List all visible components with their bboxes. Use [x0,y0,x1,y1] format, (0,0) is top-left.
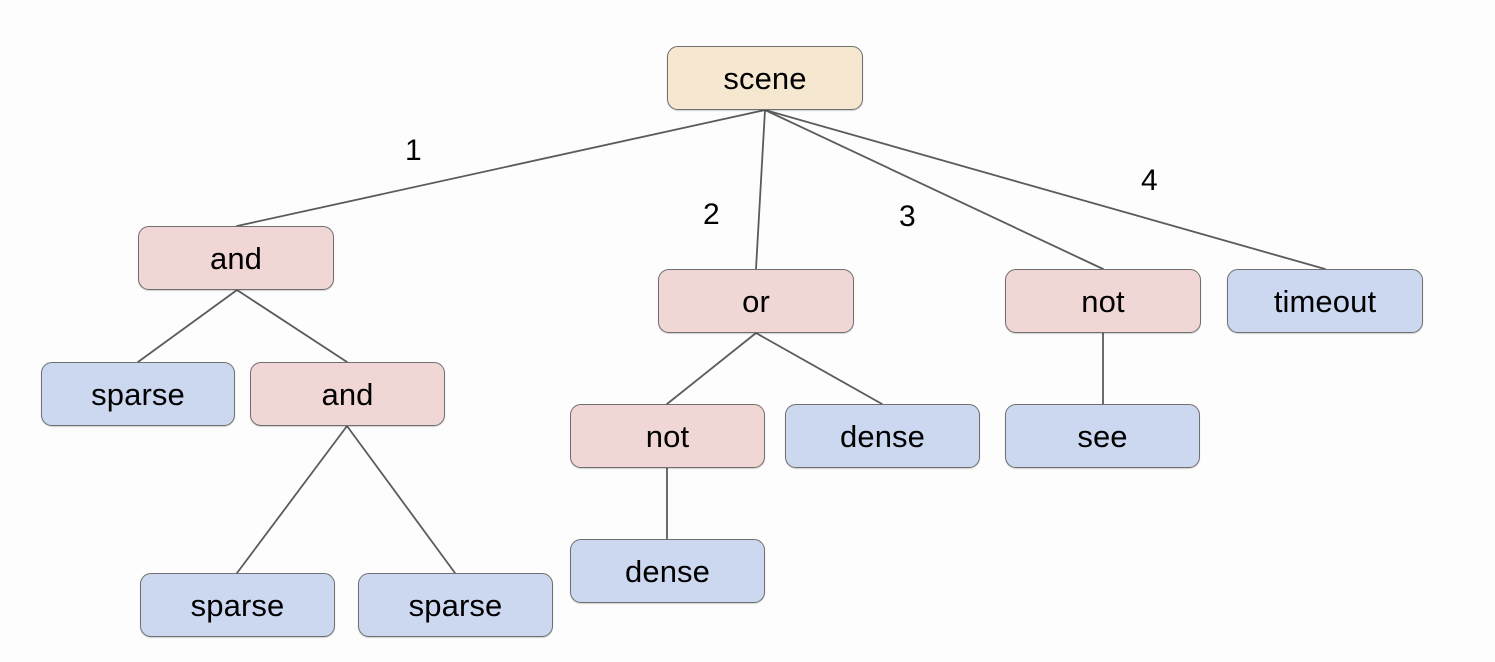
tree-edge-and2-to-sparse3 [346,425,456,574]
tree-node-sparse2[interactable]: sparse [140,573,335,637]
edge-label-1: 1 [405,134,422,167]
edge-label-2: 2 [703,198,720,231]
tree-node-and1[interactable]: and [138,226,334,290]
tree-edge-scene-to-or1 [755,109,766,270]
tree-edge-or1-to-dense1 [755,332,883,405]
tree-node-and2[interactable]: and [250,362,445,426]
tree-node-not2[interactable]: not [570,404,765,468]
tree-node-or1[interactable]: or [658,269,854,333]
tree-edge-scene-to-timeout1 [764,109,1326,270]
tree-node-sparse1[interactable]: sparse [41,362,235,426]
tree-edge-scene-to-not1 [764,109,1104,270]
tree-edge-and2-to-sparse2 [236,425,348,574]
tree-edge-and1-to-sparse1 [137,289,238,363]
tree-node-dense2[interactable]: dense [570,539,765,603]
tree-edge-scene-to-and1 [236,109,766,227]
tree-edge-or1-to-not2 [666,332,757,405]
tree-node-timeout1[interactable]: timeout [1227,269,1423,333]
tree-node-sparse3[interactable]: sparse [358,573,553,637]
edge-label-3: 3 [899,200,916,233]
tree-node-not1[interactable]: not [1005,269,1201,333]
tree-edge-and1-to-and2 [236,289,348,363]
tree-node-see1[interactable]: see [1005,404,1200,468]
tree-node-dense1[interactable]: dense [785,404,980,468]
edge-label-4: 4 [1141,164,1158,197]
tree-node-scene[interactable]: scene [667,46,863,110]
